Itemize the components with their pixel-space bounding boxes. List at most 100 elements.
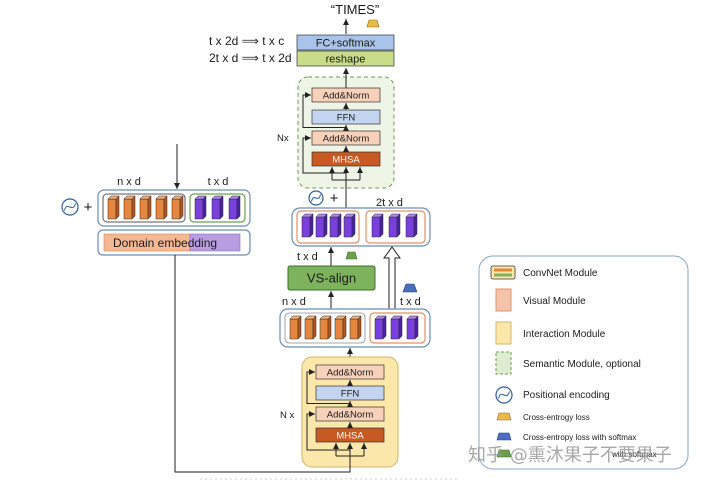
visual-token-bar [334, 315, 347, 340]
lower-visual-token-group [284, 312, 366, 344]
text-token-bar [406, 315, 419, 340]
token-bar-front-face [211, 198, 221, 220]
cross-entropy-loss-icon [366, 19, 380, 28]
semantic-repeat-label: Nx [277, 133, 289, 144]
token-bar-side-face [323, 213, 328, 238]
token-bar-front-face [304, 318, 314, 340]
text-token-bar [315, 213, 328, 238]
semantic-add-norm-bottom-label: Add&Norm [323, 134, 370, 145]
upper-left-text-tokens [301, 213, 356, 238]
text-token-bar [343, 213, 356, 238]
watermark: 知乎 @熏沐果子不要果子 [468, 445, 672, 466]
token-bar-front-face [123, 198, 133, 220]
input-plus-sign: + [84, 199, 93, 216]
token-bar-side-face [351, 213, 356, 238]
convnet-module-icon [490, 265, 516, 280]
input-text-dim-label: t x d [208, 176, 229, 188]
token-bar-side-face [163, 195, 168, 220]
text-token-bar [228, 195, 241, 220]
legend-label-convnet: ConvNet Module [523, 268, 598, 279]
cross-entropy-loss-icon [496, 412, 512, 421]
token-bar-front-face [155, 198, 165, 220]
token-bar-front-face [371, 216, 381, 238]
fc-softmax-label: FC+softmax [316, 38, 376, 50]
fc-softmax-box [296, 34, 395, 51]
text-token-bar [374, 315, 387, 340]
lower-text-token-group [369, 312, 426, 344]
shape-note-reshape: 2t x d ⟹ t x 2d [209, 51, 292, 65]
token-bar-side-face [342, 315, 347, 340]
token-bar-front-face [315, 216, 325, 238]
token-bar-side-face [398, 315, 403, 340]
legend-frame [478, 255, 689, 470]
text-token-bar [388, 213, 401, 238]
domain-embedding-text [189, 233, 241, 252]
token-bar-side-face [236, 195, 241, 220]
interaction-ffn-label: FFN [341, 389, 360, 400]
token-bar-side-face [179, 195, 184, 220]
visual-token-bar [304, 315, 317, 340]
token-bar-front-face [107, 198, 117, 220]
text-token-bar [329, 213, 342, 238]
visual-token-bar [139, 195, 152, 220]
token-bar-side-face [413, 213, 418, 238]
token-bar-front-face [289, 318, 299, 340]
positional-encoding-wave [498, 391, 510, 399]
token-bar-side-face [297, 315, 302, 340]
text-token-bar [390, 315, 403, 340]
token-bar-side-face [327, 315, 332, 340]
positional-encoding-wave [311, 194, 321, 202]
lower-text-dim-label: t x d [400, 296, 421, 308]
token-bar-front-face [405, 216, 415, 238]
token-bar-front-face [194, 198, 204, 220]
visual-token-bar [155, 195, 168, 220]
text-token-bar [405, 213, 418, 238]
reshape-box [296, 50, 395, 67]
visual-token-bar [319, 315, 332, 340]
legend-label-visual: Visual Module [523, 296, 586, 307]
token-bar-side-face [414, 315, 419, 340]
semantic-add-norm-top-label: Add&Norm [323, 91, 370, 102]
semantic-ffn-label: FFN [337, 113, 356, 124]
legend-label-semantic: Semantic Module, optional [523, 359, 641, 370]
token-bar-front-face [228, 198, 238, 220]
semantic-mhsa-label: MHSA [332, 155, 360, 166]
token-bar-front-face [390, 318, 400, 340]
visual-token-bar [349, 315, 362, 340]
token-bar-side-face [312, 315, 317, 340]
semantic-residual-lower [302, 135, 346, 174]
token-bar-front-face [139, 198, 149, 220]
vs-align-box [287, 265, 376, 291]
green-loss-icon [496, 449, 512, 458]
token-bar-side-face [382, 315, 387, 340]
lower-visual-tokens [289, 315, 362, 340]
legend-label-interaction: Interaction Module [523, 329, 606, 340]
token-bar-side-face [379, 213, 384, 238]
cross-entropy-loss-with-softmax-icon [402, 283, 418, 293]
interaction-residual-upper [306, 369, 350, 404]
interaction-add-norm-bottom-label: Add&Norm [327, 410, 374, 421]
cross-entropy-loss-with-softmax-icon [496, 432, 512, 441]
input-text-token-group [189, 193, 246, 223]
token-bar-side-face [115, 195, 120, 220]
token-bar-side-face [309, 213, 314, 238]
visual-module-icon [495, 288, 512, 312]
token-bar-front-face [406, 318, 416, 340]
upper-dim-label: 2t x d [376, 197, 403, 209]
input-visual-dim-label: n x d [117, 176, 141, 188]
token-bar-side-face [357, 315, 362, 340]
lower-visual-dim-label: n x d [282, 296, 306, 308]
legend-label-ce-softmax: Cross-entropy loss with softmax [523, 433, 636, 442]
token-bar-front-face [171, 198, 181, 220]
interaction-repeat-label: N x [280, 410, 295, 421]
input-text-tokens [194, 195, 241, 220]
legend-label-ce-loss: Cross-entrogy loss [523, 413, 590, 422]
legend-label-positional: Positional encoding [523, 390, 610, 401]
token-bar-front-face [343, 216, 353, 238]
interaction-mhsa-label: MHSA [336, 431, 364, 442]
visual-token-bar [171, 195, 184, 220]
upper-right-text-tokens [371, 213, 418, 238]
upper-left-token-group [296, 210, 360, 244]
lower-text-tokens [374, 315, 419, 340]
